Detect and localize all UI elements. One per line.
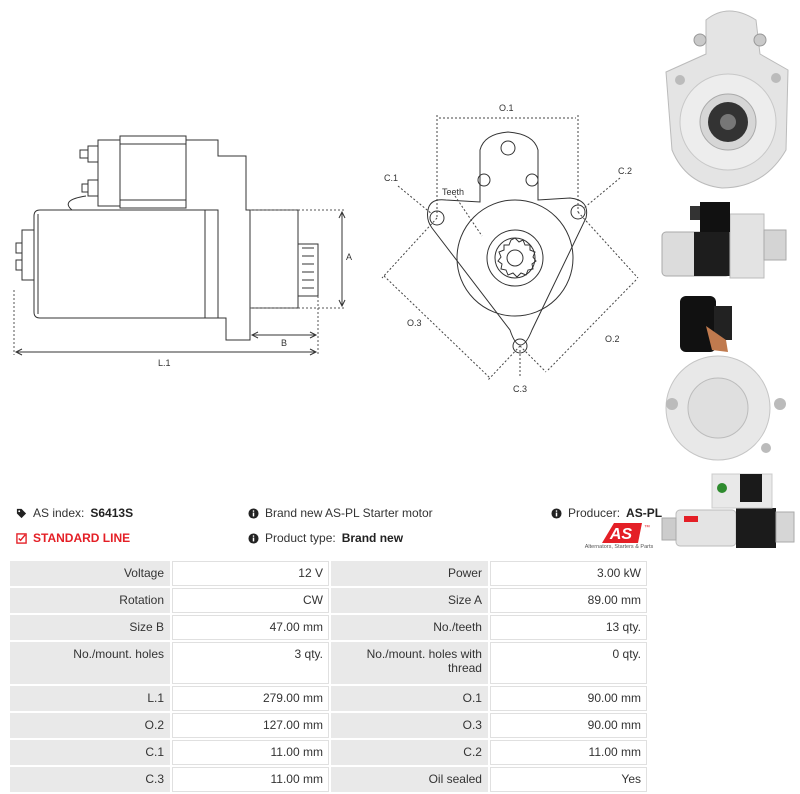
spec-value: 90.00 mm bbox=[489, 686, 647, 711]
label-c2: C.2 bbox=[618, 166, 632, 176]
as-index-label: AS index: bbox=[33, 506, 85, 520]
logo-mark: AS ™ bbox=[602, 523, 650, 543]
spec-label: C.2 bbox=[330, 740, 488, 765]
logo-mark-text: AS bbox=[609, 526, 633, 543]
spec-label: C.3 bbox=[10, 767, 170, 792]
spec-value: 127.00 mm bbox=[172, 713, 329, 738]
side-view bbox=[15, 135, 319, 341]
label-c1: C.1 bbox=[384, 173, 398, 183]
spec-label: Voltage bbox=[10, 561, 170, 586]
producer-value: AS-PL bbox=[626, 506, 663, 520]
photo-side-view bbox=[661, 202, 787, 279]
label-o3: O.3 bbox=[407, 318, 422, 328]
photo-branded-view bbox=[661, 473, 795, 548]
table-row: Voltage 12 V Power 3.00 kW bbox=[10, 561, 647, 586]
spec-label: O.2 bbox=[10, 713, 170, 738]
spec-label: O.1 bbox=[330, 686, 488, 711]
info-icon bbox=[551, 507, 562, 519]
technical-drawing: A B L.1 O.1 O.2 O.3 C.1 C.2 C.3 Teeth bbox=[13, 103, 639, 394]
label-l1: L.1 bbox=[158, 358, 171, 368]
product-description: Brand new AS-PL Starter motor bbox=[248, 506, 433, 520]
spec-value: 13 qty. bbox=[489, 615, 647, 640]
spec-label: C.1 bbox=[10, 740, 170, 765]
producer-label: Producer: bbox=[568, 506, 621, 520]
product-info: AS index: S6413S STANDARD LINE Brand new… bbox=[0, 500, 662, 556]
spec-value: 0 qty. bbox=[489, 642, 647, 684]
spec-value: 11.00 mm bbox=[489, 740, 647, 765]
table-row: No./mount. holes 3 qty. No./mount. holes… bbox=[10, 642, 647, 684]
producer: Producer: AS-PL bbox=[551, 506, 662, 520]
tag-icon bbox=[16, 508, 27, 518]
standard-line-label: STANDARD LINE bbox=[33, 531, 131, 545]
product-type: Product type: Brand new bbox=[248, 531, 403, 545]
spec-value: 47.00 mm bbox=[172, 615, 329, 640]
info-icon bbox=[248, 507, 259, 519]
info-icon bbox=[248, 532, 259, 544]
spec-label: Power bbox=[330, 561, 488, 586]
product-photos bbox=[661, 10, 795, 548]
product-type-value: Brand new bbox=[341, 531, 404, 545]
photo-front-view bbox=[665, 10, 789, 189]
as-index-value: S6413S bbox=[90, 506, 134, 520]
spec-value: 12 V bbox=[172, 561, 329, 586]
spec-label: No./mount. holes with thread bbox=[330, 642, 488, 684]
table-row: O.2 127.00 mm O.3 90.00 mm bbox=[10, 713, 647, 738]
table-row: L.1 279.00 mm O.1 90.00 mm bbox=[10, 686, 647, 711]
spec-label: O.3 bbox=[330, 713, 488, 738]
label-b: B bbox=[281, 338, 287, 348]
photo-rear-view bbox=[665, 296, 786, 461]
spec-label: L.1 bbox=[10, 686, 170, 711]
front-dimensions bbox=[381, 115, 639, 381]
label-a: A bbox=[346, 252, 352, 262]
label-c3: C.3 bbox=[513, 384, 527, 394]
spec-label: Oil sealed bbox=[330, 767, 488, 792]
svg-text:™: ™ bbox=[644, 524, 650, 531]
table-row: C.3 11.00 mm Oil sealed Yes bbox=[10, 767, 647, 792]
spec-label: Rotation bbox=[10, 588, 170, 613]
spec-label: No./mount. holes bbox=[10, 642, 170, 684]
table-row: Size B 47.00 mm No./teeth 13 qty. bbox=[10, 615, 647, 640]
as-index: AS index: S6413S bbox=[16, 506, 133, 520]
spec-value: 89.00 mm bbox=[489, 588, 647, 613]
spec-label: Size A bbox=[330, 588, 488, 613]
spec-value: 3.00 kW bbox=[489, 561, 647, 586]
product-type-label: Product type: bbox=[265, 531, 336, 545]
product-line: STANDARD LINE bbox=[16, 531, 130, 545]
description-text: Brand new AS-PL Starter motor bbox=[265, 506, 433, 520]
spec-value: 11.00 mm bbox=[172, 767, 329, 792]
spec-table: Voltage 12 V Power 3.00 kW Rotation CW S… bbox=[8, 559, 649, 794]
spec-value: 279.00 mm bbox=[172, 686, 329, 711]
spec-label: Size B bbox=[10, 615, 170, 640]
table-row: Rotation CW Size A 89.00 mm bbox=[10, 588, 647, 613]
checkbox-checked-icon bbox=[16, 532, 27, 544]
spec-value: 90.00 mm bbox=[489, 713, 647, 738]
spec-value: CW bbox=[172, 588, 329, 613]
spec-value: 3 qty. bbox=[172, 642, 329, 684]
logo-tagline: Alternators, Starters & Parts bbox=[584, 544, 654, 550]
front-view bbox=[427, 131, 588, 354]
as-pl-logo: AS ™ Alternators, Starters & Parts bbox=[584, 521, 654, 555]
label-teeth: Teeth bbox=[442, 187, 464, 197]
spec-label: No./teeth bbox=[330, 615, 488, 640]
label-o2: O.2 bbox=[605, 334, 620, 344]
spec-value: Yes bbox=[489, 767, 647, 792]
table-row: C.1 11.00 mm C.2 11.00 mm bbox=[10, 740, 647, 765]
side-dimensions bbox=[13, 209, 345, 355]
label-o1: O.1 bbox=[499, 103, 514, 113]
spec-value: 11.00 mm bbox=[172, 740, 329, 765]
